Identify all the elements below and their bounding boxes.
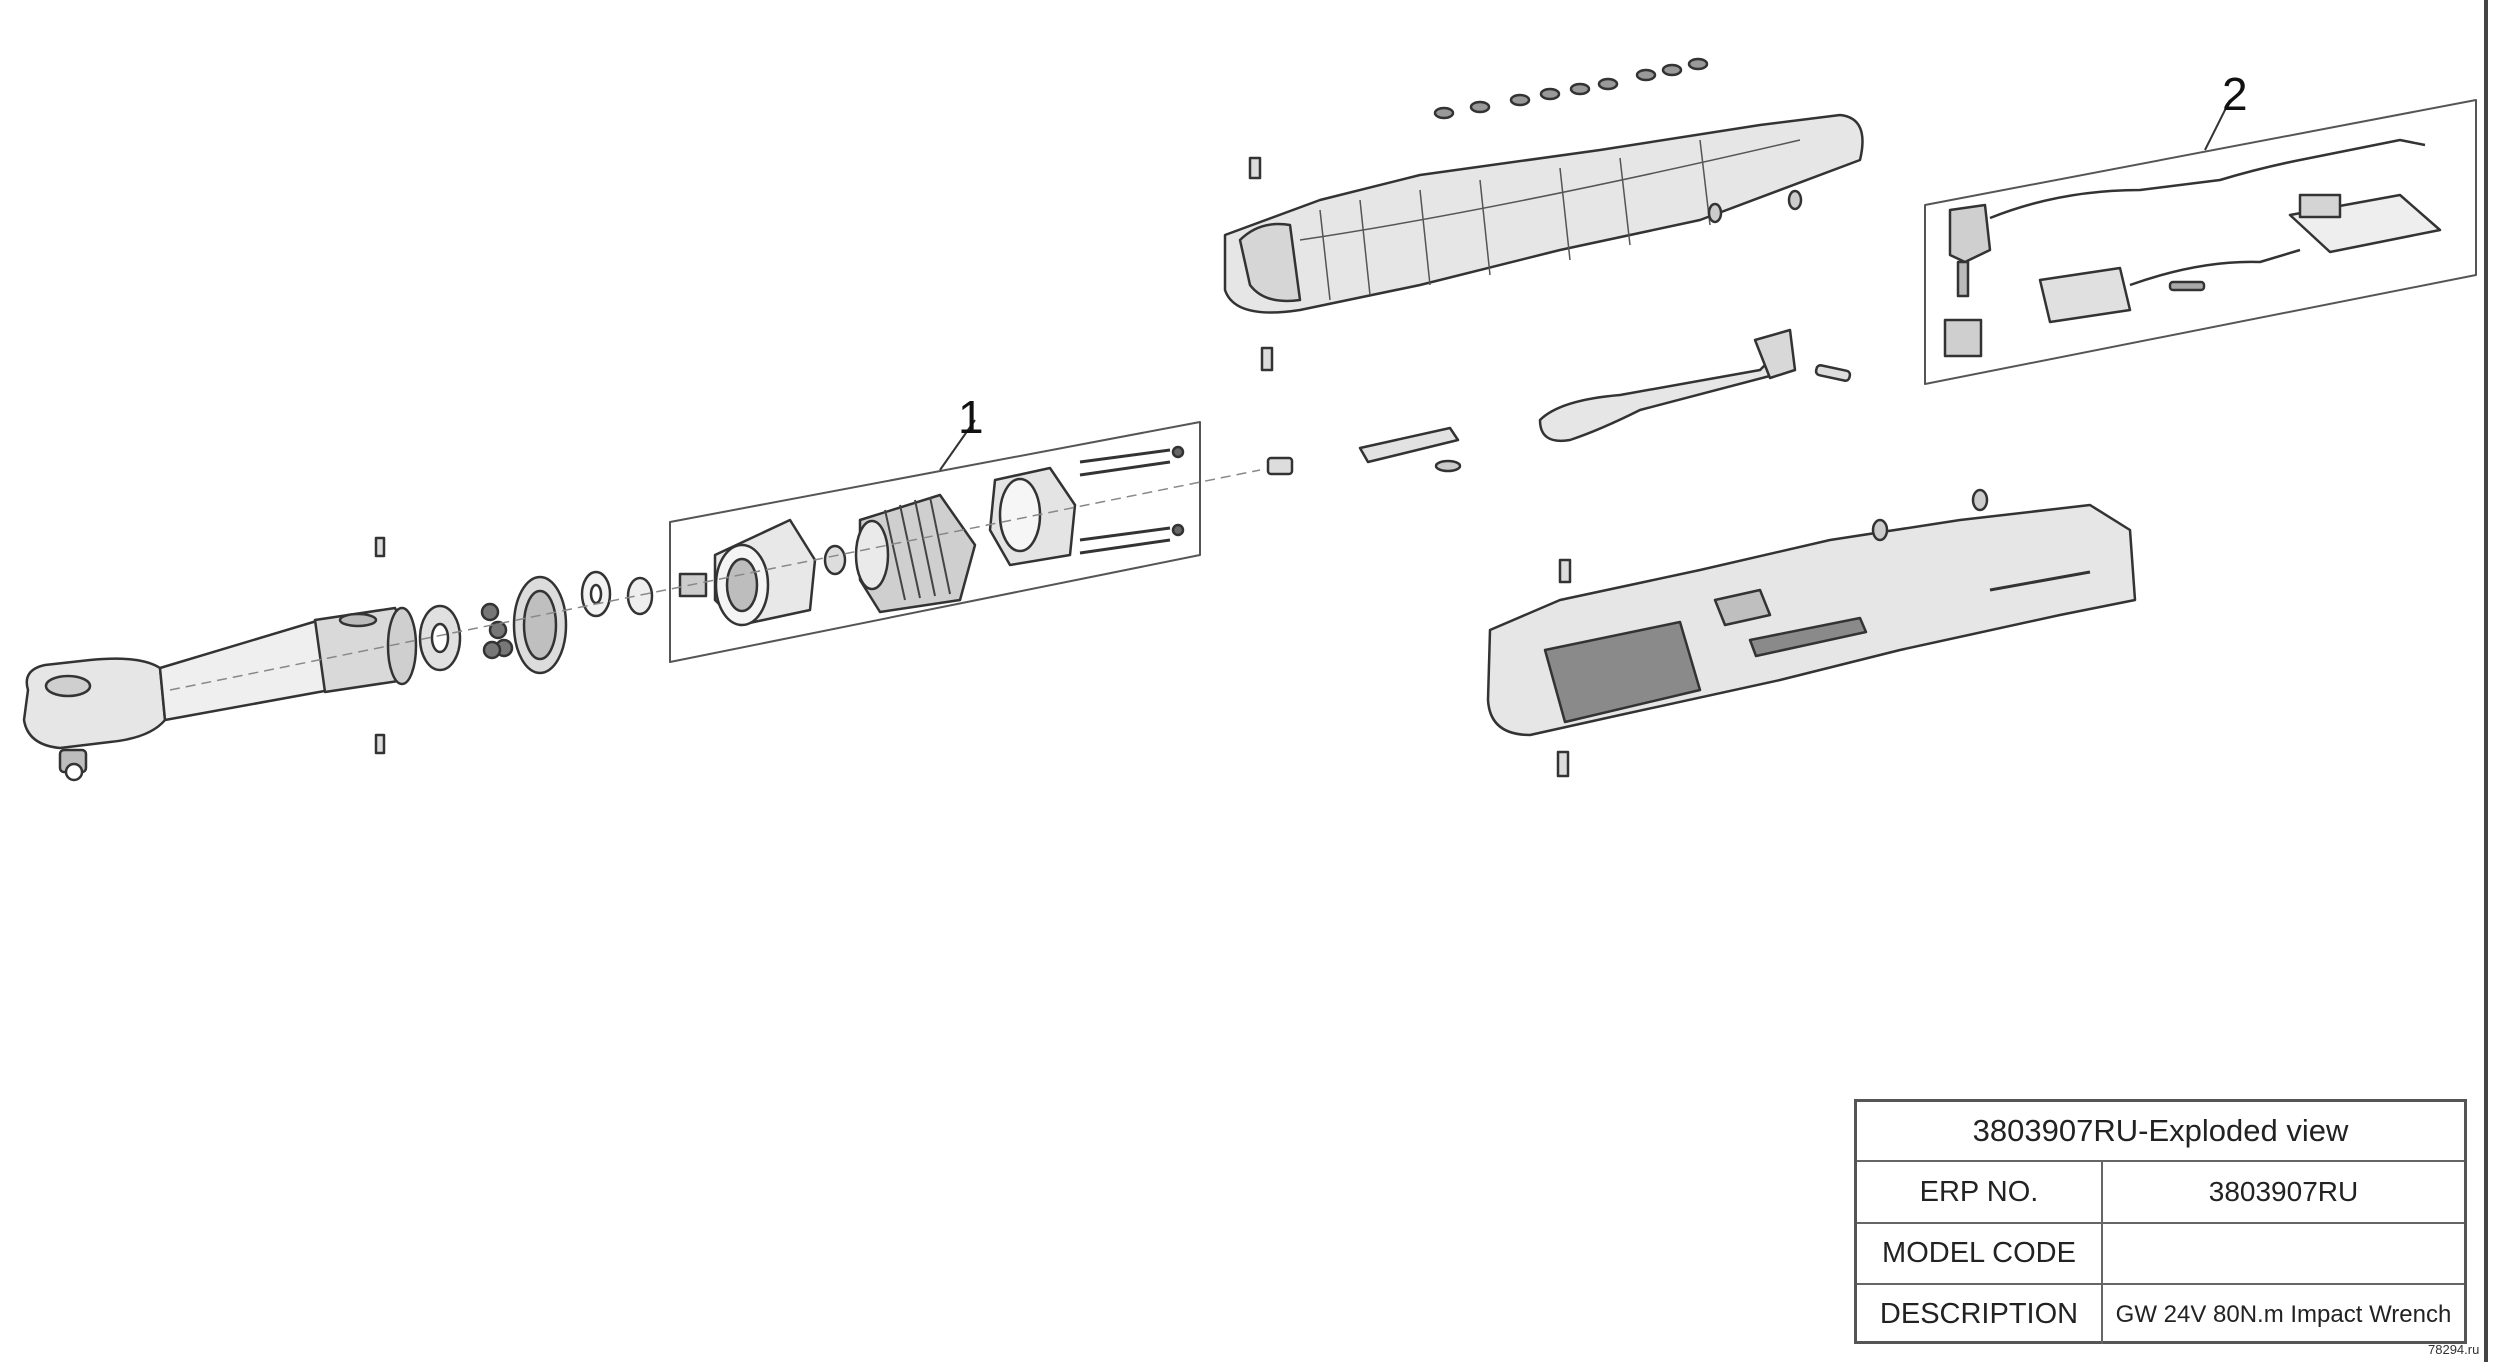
description-value: GW 24V 80N.m Impact Wrench [2115,1300,2452,1328]
ratchet-head-assembly [22,606,418,782]
description-label: DESCRIPTION [1857,1285,2103,1344]
assembly-axis [169,469,1261,691]
motor-group-frame [669,421,1201,663]
title-block: 3803907RU-Exploded view ERP NO. 3803907R… [1854,1099,2467,1344]
pin-part [374,536,386,558]
right-frame-line [2484,0,2488,1362]
switch-assembly [1943,138,2442,358]
title-block-heading: 3803907RU-Exploded view [1857,1102,2464,1162]
erp-value: 3803907RU [2208,1176,2359,1207]
title-block-row-description: DESCRIPTION GW 24V 80N.m Impact Wrench [1857,1285,2464,1344]
model-code-label: MODEL CODE [1857,1224,2103,1283]
model-code-value [2103,1224,2464,1283]
watermark: 78294.ru [2428,1342,2480,1357]
callout-number-1: 1 [958,391,984,443]
switch-block-part [1266,456,1294,476]
title-block-row-erp: ERP NO. 3803907RU [1857,1162,2464,1224]
pin-part [374,733,386,755]
upper-housing-half [1223,113,1864,372]
switch-group-frame [1924,99,2477,385]
lower-housing-cover [1486,488,2137,778]
motor-assembly [678,445,1185,627]
screw-row [1433,57,1709,120]
pin-part [1707,202,1723,224]
spring-part [1434,459,1462,473]
anvil-parts [418,570,654,675]
trigger-lever [1538,328,1852,443]
callout-leader-1 [939,419,976,471]
trigger-plate-part [1358,426,1460,464]
title-block-row-model: MODEL CODE [1857,1224,2464,1285]
erp-label: ERP NO. [1857,1162,2103,1222]
callout-number-2: 2 [2222,68,2248,120]
pin-part [1787,189,1803,211]
callout-leader-2 [2204,99,2231,151]
